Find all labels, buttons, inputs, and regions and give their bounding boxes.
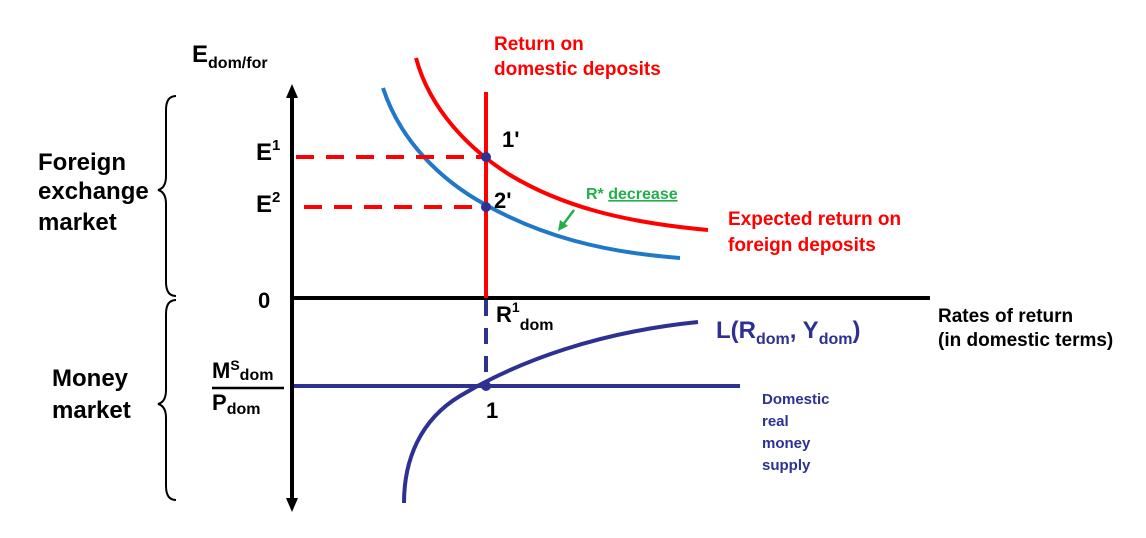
vertical-axis-arrow-bottom	[286, 498, 298, 512]
shifted-foreign-return-curve	[381, 87, 681, 260]
point-1-label: 1	[486, 398, 498, 423]
domestic-return-label: Return on domestic deposits	[494, 34, 661, 80]
y-axis-label: Edom/for	[192, 41, 268, 72]
expected-foreign-return-label: Expected return on foreign deposits	[728, 209, 906, 256]
x-axis-label: Rates of return (in domestic terms)	[938, 306, 1113, 351]
liquidity-curve-label: L(Rdom, Ydom)	[716, 317, 860, 348]
point-2prime-label: 2'	[494, 188, 511, 213]
money-supply-label: Domestic real money supply	[762, 391, 834, 474]
r-star-decrease-label: R* decrease	[586, 186, 678, 203]
point-1prime-label: 1'	[502, 127, 519, 152]
r1dom-label: R1dom	[496, 299, 553, 334]
e1-label: E1	[256, 137, 280, 166]
bracket-money-market	[157, 299, 177, 501]
section-foreign-exchange-label: Foreign exchange market	[38, 149, 155, 236]
origin-label: 0	[258, 288, 270, 313]
point-1prime	[481, 152, 491, 162]
ms-denominator: Pdom	[212, 390, 260, 418]
ms-numerator: MSdom	[212, 357, 273, 384]
section-money-market-label: Money market	[52, 365, 135, 424]
liquidity-curve	[402, 320, 699, 504]
e2-label: E2	[256, 189, 280, 218]
shift-arrow-head	[558, 220, 568, 231]
expected-foreign-return-curve	[414, 57, 709, 232]
bracket-foreign-exchange	[157, 95, 177, 297]
point-2prime	[481, 202, 491, 212]
vertical-axis-arrow-top	[286, 84, 298, 98]
